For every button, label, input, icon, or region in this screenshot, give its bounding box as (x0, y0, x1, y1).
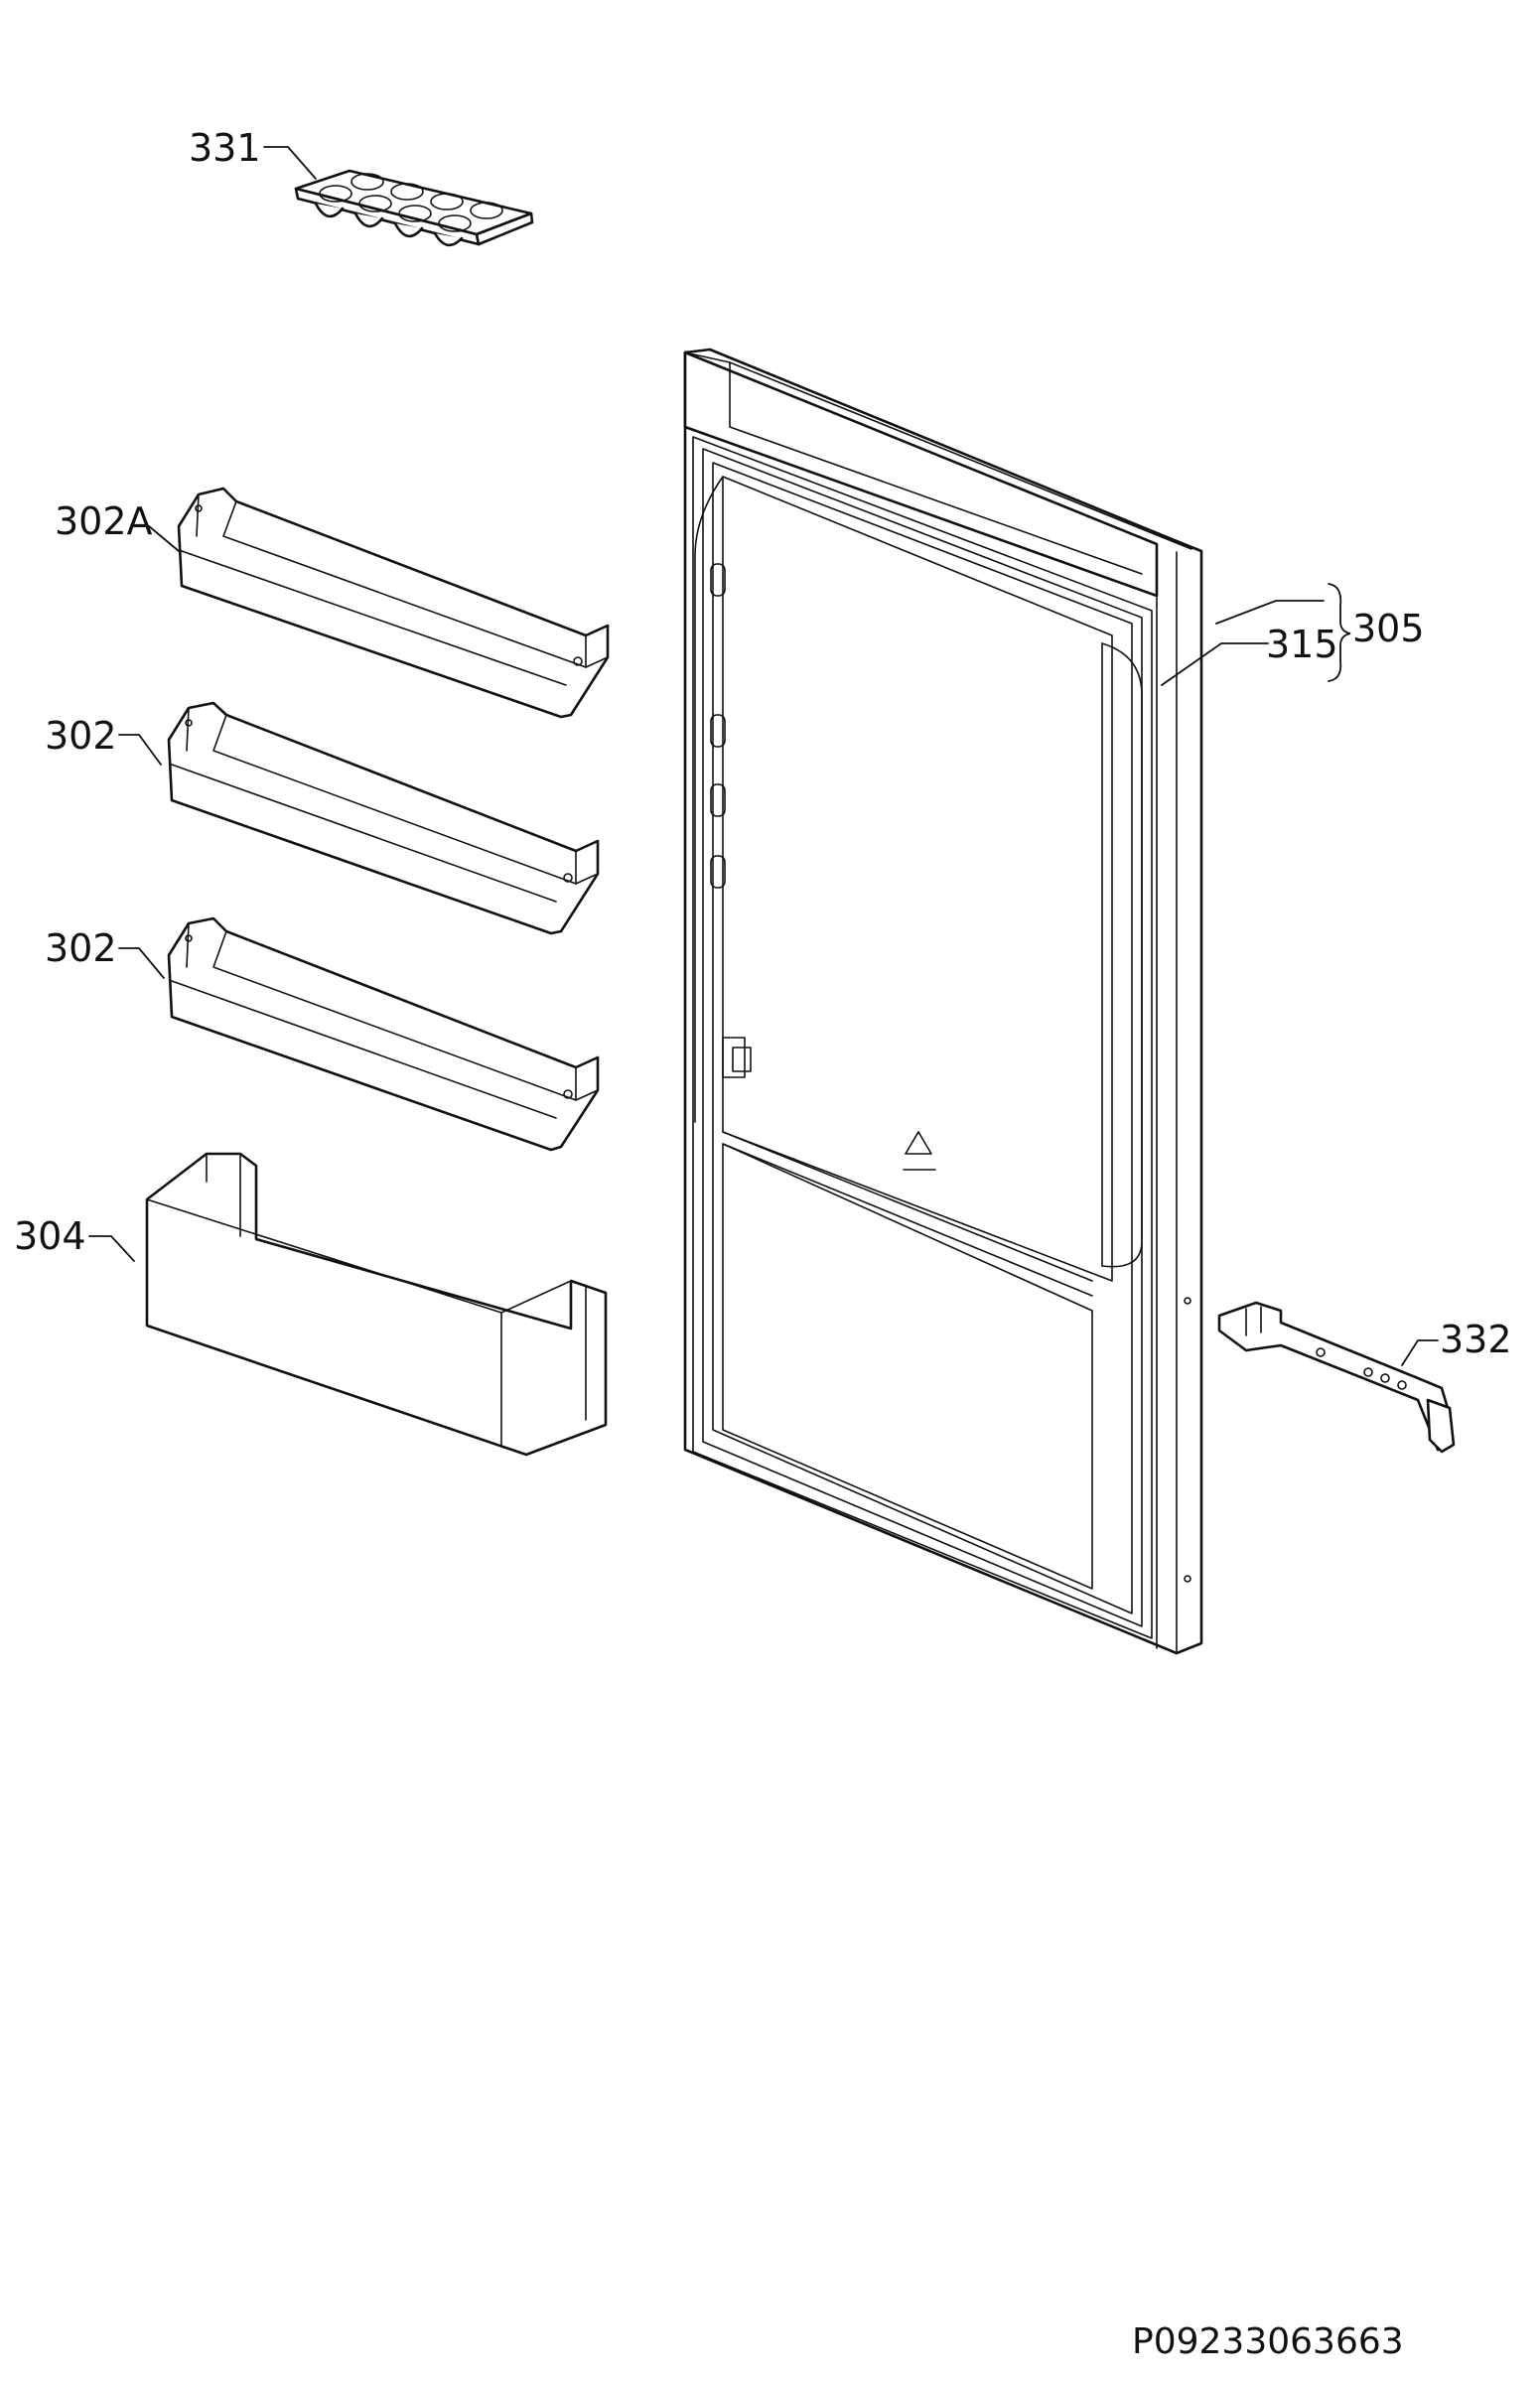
door-shelf-302-part-2 (167, 916, 600, 1152)
door-assembly-part (683, 348, 1203, 1655)
label-302-upper: 302 (45, 714, 117, 758)
leader-302-2 (118, 947, 165, 979)
leader-331 (263, 146, 317, 180)
label-304: 304 (14, 1214, 86, 1258)
leader-lines (88, 146, 1439, 1366)
brace-305 (1328, 583, 1351, 682)
leader-332 (1401, 1339, 1439, 1366)
label-305: 305 (1352, 607, 1425, 650)
leader-315 (1161, 642, 1269, 686)
door-shelf-302a-part (177, 487, 610, 719)
label-332: 332 (1440, 1318, 1512, 1361)
leader-302a (148, 525, 180, 552)
leader-304 (88, 1235, 135, 1262)
label-315: 315 (1266, 623, 1338, 666)
hinge-bracket-part (1217, 1301, 1456, 1454)
egg-tray-part (294, 169, 534, 247)
label-331: 331 (189, 126, 261, 170)
door-shelf-302-part-1 (167, 701, 600, 935)
label-302-lower: 302 (45, 926, 117, 970)
drawing-code: P09233063663 (1132, 2321, 1404, 2362)
leader-305 (1215, 600, 1325, 625)
leader-302-1 (118, 734, 162, 766)
bottle-shelf-304-part (145, 1152, 608, 1457)
label-302a: 302A (55, 499, 153, 543)
